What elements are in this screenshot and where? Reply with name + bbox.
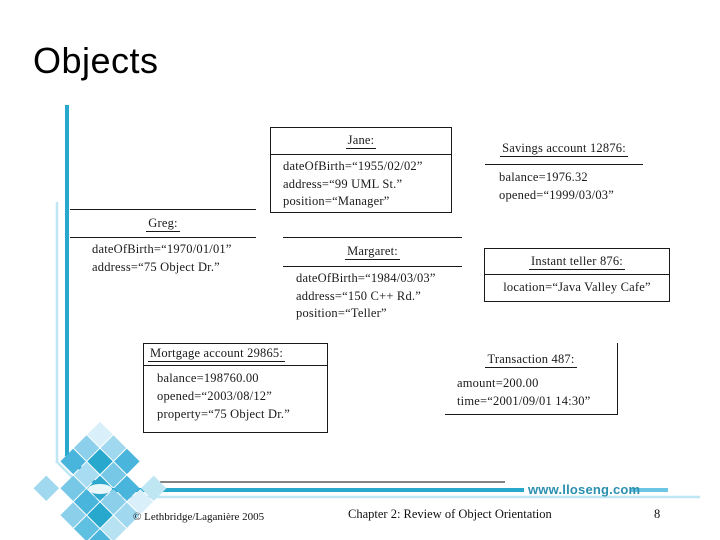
object-box-savings-account: Savings account 12876: balance=1976.32 o…: [485, 137, 643, 204]
object-title: Jane:: [271, 128, 451, 155]
object-attribute: amount=200.00: [457, 376, 539, 390]
compartment-separator: [283, 266, 462, 267]
object-attributes: amount=200.00 time=“2001/09/01 14:30”: [445, 369, 617, 410]
object-attribute: opened=“1999/03/03”: [499, 187, 614, 202]
object-attributes: location=“Java Valley Cafe”: [485, 275, 669, 297]
page-number: 8: [654, 507, 661, 521]
object-attribute: dateOfBirth=“1984/03/03”: [296, 271, 436, 285]
page-title: Objects: [33, 40, 159, 81]
object-attribute: balance=1976.32: [499, 170, 588, 184]
object-box-transaction: Transaction 487: amount=200.00 time=“200…: [445, 343, 618, 415]
object-attribute: address=“99 UML St.”: [283, 176, 403, 191]
object-box-greg: Greg: dateOfBirth=“1970/01/01” address=“…: [70, 209, 256, 276]
object-attribute: dateOfBirth=“1955/02/02”: [283, 159, 423, 173]
object-box-instant-teller: Instant teller 876: location=“Java Valle…: [484, 248, 670, 302]
object-box-jane: Jane: dateOfBirth=“1955/02/02” address=“…: [270, 127, 452, 213]
object-attribute: position=“Manager”: [283, 194, 390, 208]
object-attribute: balance=198760.00: [157, 371, 259, 385]
object-attribute: property=“75 Object Dr.”: [157, 407, 290, 421]
object-attribute: address=“150 C++ Rd.”: [296, 288, 421, 303]
object-title: Instant teller 876:: [485, 249, 669, 275]
copyright-text: © Lethbridge/Laganière 2005: [133, 511, 265, 523]
object-attributes: dateOfBirth=“1955/02/02” address=“99 UML…: [271, 155, 451, 211]
compartment-separator: [485, 164, 643, 165]
object-attributes: dateOfBirth=“1984/03/03” address=“150 C+…: [283, 267, 462, 323]
object-attribute: address=“75 Object Dr.”: [92, 259, 220, 274]
object-title: Savings account 12876:: [500, 141, 628, 157]
object-title: Margaret:: [345, 244, 400, 260]
object-attributes: dateOfBirth=“1970/01/01” address=“75 Obj…: [70, 238, 256, 276]
compartment-separator: [70, 237, 256, 238]
object-attributes: balance=198760.00 opened=“2003/08/12” pr…: [144, 366, 327, 423]
object-title: Greg:: [146, 216, 180, 232]
object-attribute: dateOfBirth=“1970/01/01”: [92, 242, 232, 256]
chapter-title: Chapter 2: Review of Object Orientation: [348, 507, 552, 521]
object-attribute: location=“Java Valley Cafe”: [503, 280, 651, 294]
object-box-mortgage-account: Mortgage account 29865: balance=198760.0…: [143, 343, 328, 433]
object-box-margaret: Margaret: dateOfBirth=“1984/03/03” addre…: [283, 237, 462, 323]
object-attribute: time=“2001/09/01 14:30”: [457, 393, 591, 408]
object-attribute: position=“Teller”: [296, 306, 387, 320]
object-title: Transaction 487:: [485, 352, 577, 368]
object-attributes: balance=1976.32 opened=“1999/03/03”: [485, 165, 643, 204]
website-link[interactable]: www.lloseng.com: [528, 482, 641, 497]
object-attribute: opened=“2003/08/12”: [157, 389, 272, 403]
object-title: Mortgage account 29865:: [144, 344, 327, 366]
